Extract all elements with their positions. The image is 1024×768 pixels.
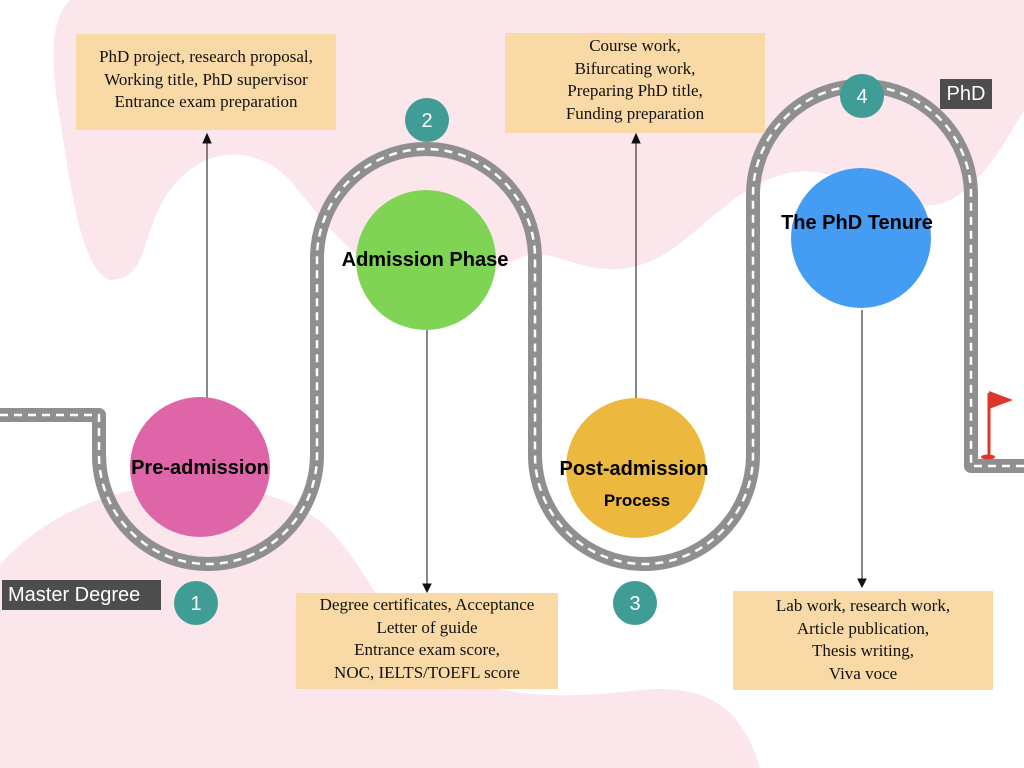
note-line: PhD project, research proposal, (99, 47, 313, 66)
note-post-admission: Course work, Bifurcating work, Preparing… (505, 33, 765, 133)
road-center-dashes (0, 84, 1024, 566)
phase-title: Post-admission (560, 458, 709, 480)
start-tag: Master Degree (2, 580, 161, 610)
note-tenure: Lab work, research work, Article publica… (733, 591, 993, 690)
note-line: Preparing PhD title, (567, 81, 703, 100)
note-line: Lab work, research work, (775, 596, 951, 615)
number-badge-2: 2 (405, 98, 449, 142)
connector-pre-admission (202, 132, 212, 445)
phase-post-admission: Post-admission Process (560, 398, 709, 538)
phase-title: Admission Phase (342, 249, 509, 271)
connectors (202, 132, 867, 594)
badge-number: 2 (421, 110, 432, 132)
phase-circle (566, 398, 706, 538)
badge-number: 3 (629, 593, 640, 615)
number-badge-3: 3 (613, 581, 657, 625)
phase-circle (791, 168, 931, 308)
note-pre-admission: PhD project, research proposal, Working … (76, 34, 336, 130)
note-line: Funding preparation (565, 103, 705, 123)
number-badge-1: 1 (174, 581, 218, 625)
badge-number: 1 (190, 593, 201, 615)
phase-subtitle: Process (604, 491, 670, 510)
note-line: Thesis writing, (812, 641, 914, 660)
note-line: Bifurcating work, (574, 58, 696, 78)
phase-title: The PhD Tenure (781, 212, 933, 234)
phase-title: Pre-admission (131, 457, 269, 479)
connector-post-admission (631, 132, 641, 445)
number-badge-4: 4 (840, 74, 884, 118)
note-line: Article publication, (796, 618, 930, 638)
note-line: Viva voce (828, 663, 898, 683)
phase-circle (356, 190, 496, 330)
end-tag: PhD (940, 79, 992, 109)
phase-circle (130, 397, 270, 537)
note-line: Degree certificates, Acceptance (319, 595, 535, 614)
phase-tenure: The PhD Tenure (781, 168, 933, 308)
note-line: Entrance exam preparation (114, 92, 298, 111)
note-admission: Degree certificates, Acceptance Letter o… (296, 593, 558, 689)
connector-tenure (857, 310, 867, 589)
note-line: NOC, IELTS/TOEFL score (334, 662, 520, 682)
badge-number: 4 (856, 86, 867, 108)
note-line: Letter of guide (376, 617, 478, 637)
phase-admission: Admission Phase (342, 190, 509, 330)
note-line: Course work, (589, 36, 681, 55)
connector-admission (422, 285, 432, 594)
road (0, 79, 1024, 571)
phase-pre-admission: Pre-admission (130, 397, 270, 537)
note-line: Entrance exam score, (354, 640, 500, 659)
finish-flag-icon (981, 391, 1013, 460)
note-line: Working title, PhD supervisor (104, 69, 308, 89)
